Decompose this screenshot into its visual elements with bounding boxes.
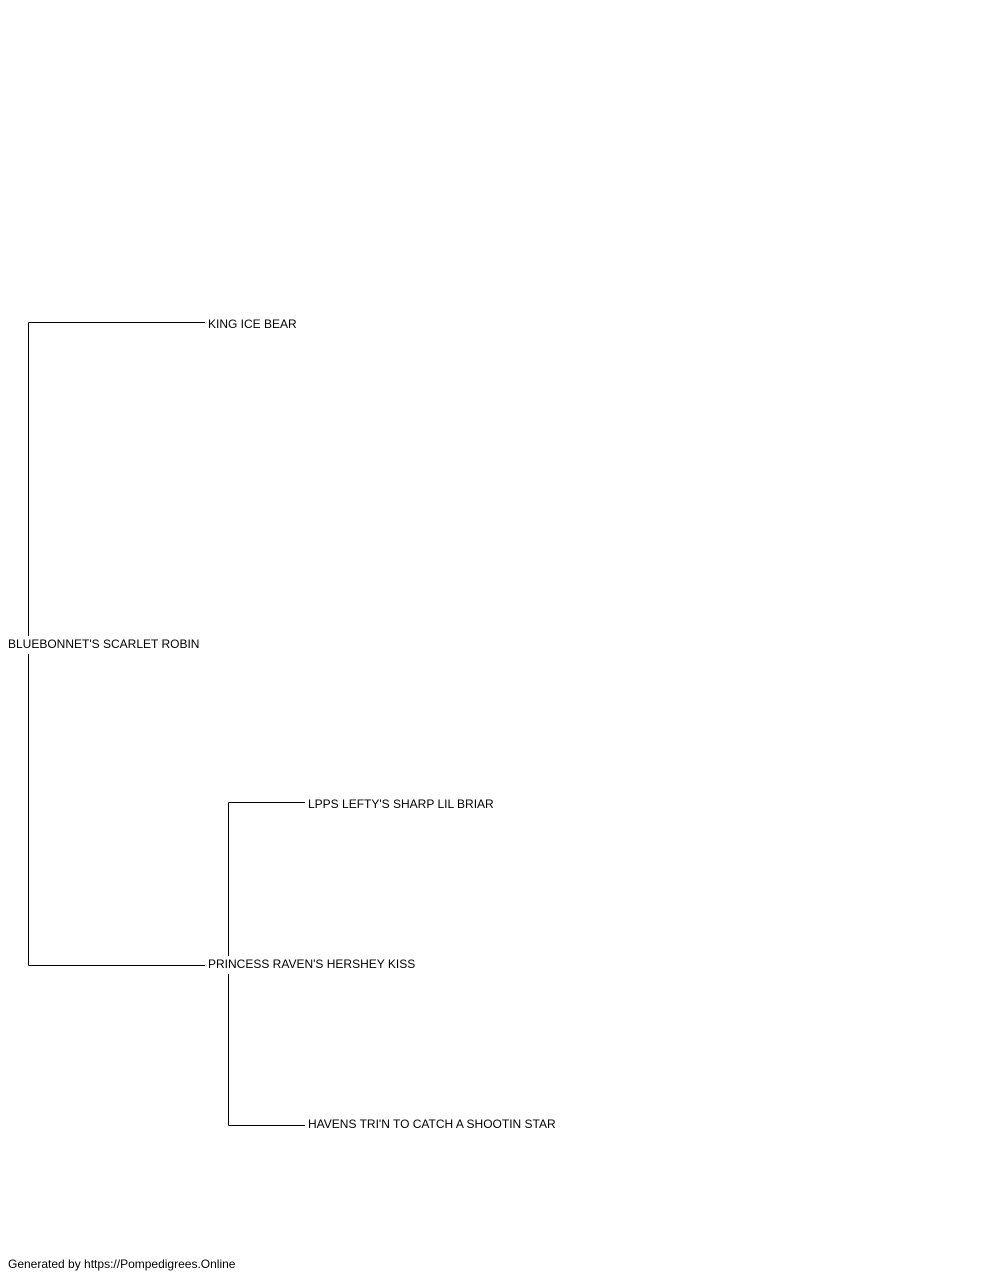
sire-name: KING ICE BEAR [208,317,297,331]
generated-by-footer: Generated by https://Pompedigrees.Online [8,1257,236,1271]
dam-dam-name: HAVENS TRI'N TO CATCH A SHOOTIN STAR [308,1117,556,1131]
dam-name: PRINCESS RAVEN'S HERSHEY KISS [208,957,416,971]
subject-name: BLUEBONNET'S SCARLET ROBIN [8,637,200,651]
dam-sire-name: LPPS LEFTY'S SHARP LIL BRIAR [308,797,494,811]
